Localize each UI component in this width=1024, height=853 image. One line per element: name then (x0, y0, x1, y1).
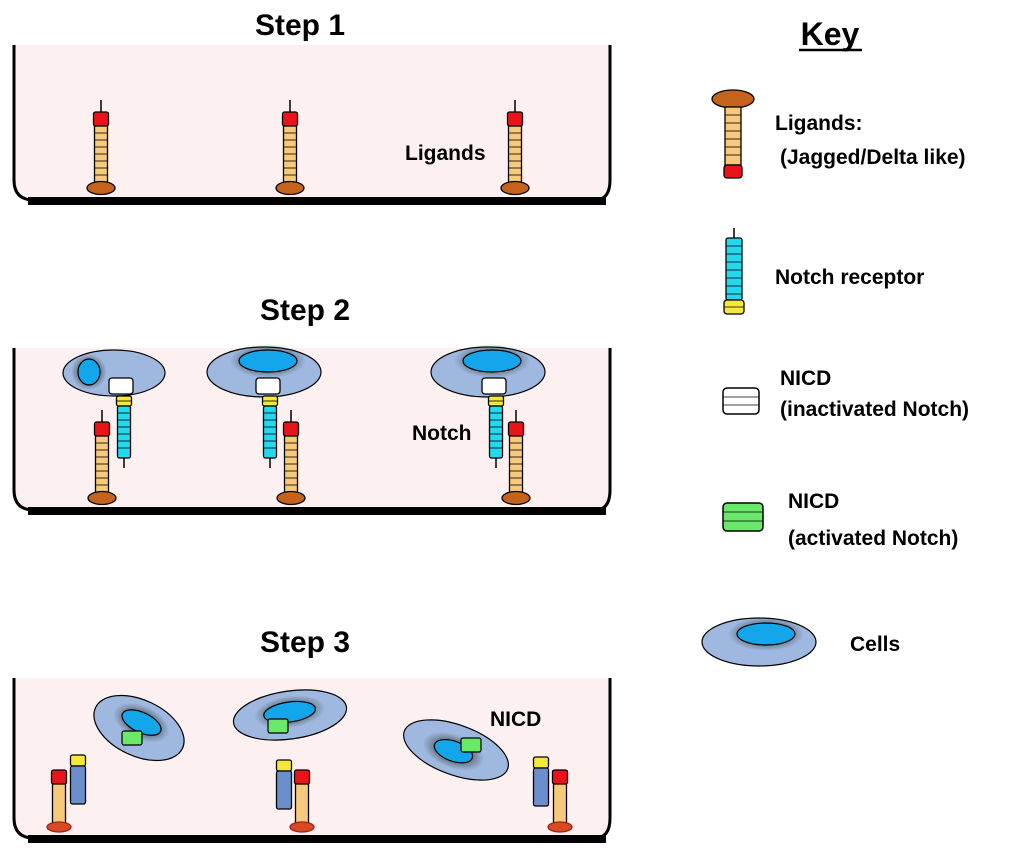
key-nicd-active-icon (722, 502, 764, 532)
key-legend: Key Ligands: (Jagged/Delta like) Notch r… (701, 16, 969, 667)
key-nicd-inactive-icon (722, 387, 760, 415)
step-1-dish (14, 45, 610, 200)
step-3-label: NICD (490, 708, 541, 731)
step-2-notch-2 (261, 395, 279, 469)
step-3-panel: Step 3 NICD (12, 626, 612, 843)
step-2-notch-1 (115, 395, 133, 469)
key-nicd-active-label-2: (activated Notch) (788, 527, 958, 550)
step-2-nicd-2 (255, 377, 281, 395)
key-nicd-active-label-1: NICD (788, 490, 839, 513)
step-1-title: Step 1 (255, 9, 345, 42)
step-3-title: Step 3 (260, 626, 350, 659)
step-2-nicd-1 (108, 377, 134, 395)
step-3-cleaved-notch-1 (69, 754, 87, 805)
step-2-cell-3 (430, 344, 546, 398)
key-cells-label: Cells (850, 633, 900, 656)
step-2-notch-3 (487, 395, 505, 469)
key-title: Key (801, 16, 860, 52)
step-1-label: Ligands (405, 142, 486, 165)
key-ligand-icon (711, 89, 755, 179)
step-2-cell-1 (62, 349, 166, 397)
step-2-cell-2 (206, 344, 322, 398)
key-nicd-inactive-label-1: NICD (780, 367, 831, 390)
step-3-nicd-1 (121, 730, 143, 746)
step-2-nicd-3 (481, 377, 507, 395)
step-1-panel: Step 1 Ligands (12, 9, 612, 205)
step-2-label: Notch (412, 422, 472, 445)
key-cell-icon (701, 617, 817, 667)
step-3-nicd-3 (460, 737, 482, 753)
step-3-cleaved-notch-3 (532, 756, 550, 807)
step-3-nicd-2 (267, 718, 289, 734)
step-2-title: Step 2 (260, 294, 350, 327)
key-notch-icon (723, 227, 745, 315)
key-ligand-label-2: (Jagged/Delta like) (780, 146, 966, 169)
step-2-panel: Step 2 Notch (12, 294, 612, 515)
key-notch-label: Notch receptor (775, 266, 924, 289)
step-3-cleaved-notch-2 (275, 759, 293, 810)
key-nicd-inactive-label-2: (inactivated Notch) (780, 398, 969, 421)
key-ligand-label-1: Ligands: (775, 112, 863, 135)
